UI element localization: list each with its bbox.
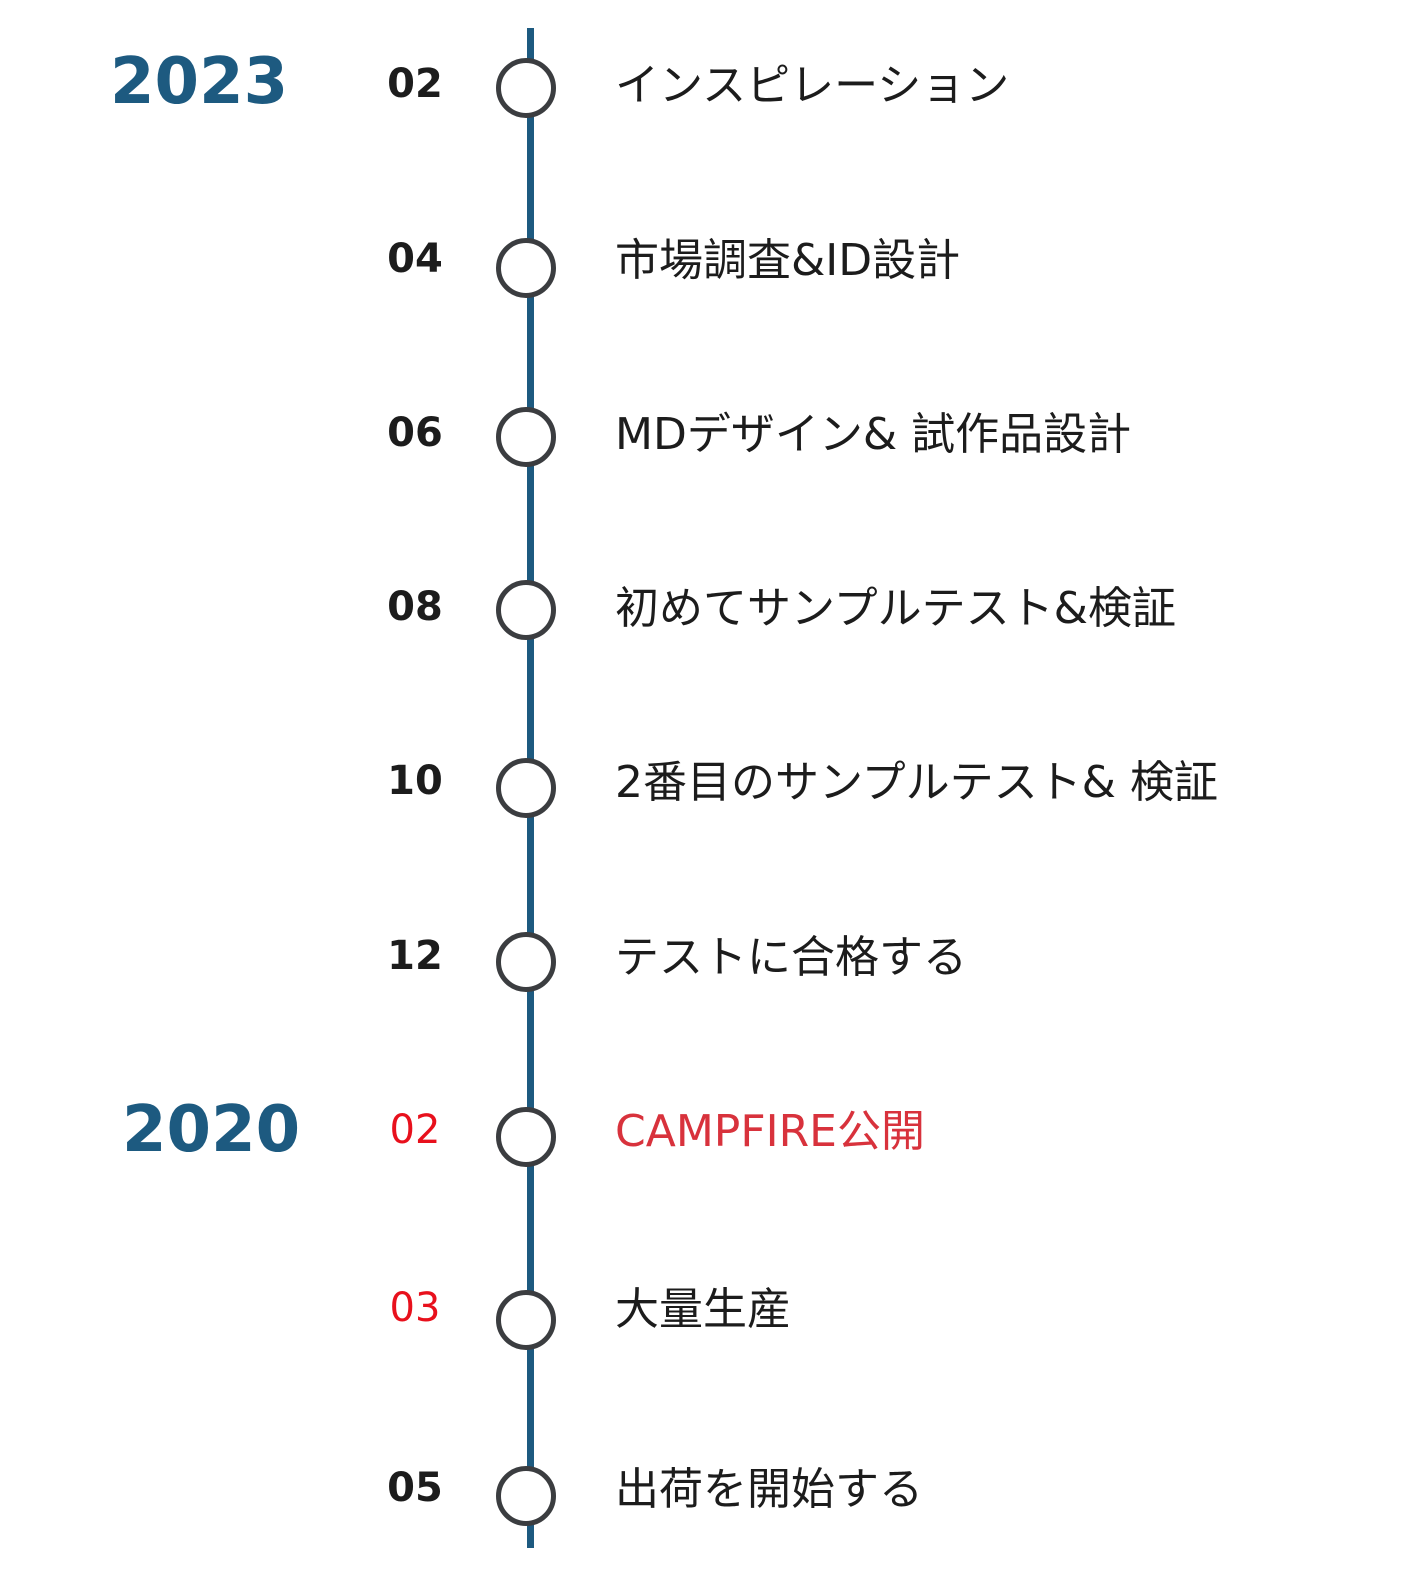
event-label: MDデザイン& 試作品設計 <box>615 409 1132 460</box>
timeline-node-circle <box>496 758 556 818</box>
event-label: 初めてサンプルテスト&検証 <box>615 583 1176 634</box>
timeline-node-circle <box>496 580 556 640</box>
event-label: CAMPFIRE公開 <box>615 1106 925 1157</box>
timeline-node-circle <box>496 932 556 992</box>
event-label: 2番目のサンプルテスト& 検証 <box>615 757 1218 808</box>
timeline-node-circle <box>496 1290 556 1350</box>
event-month: 12 <box>387 933 443 979</box>
timeline-node-circle <box>496 58 556 118</box>
event-month: 08 <box>387 584 443 630</box>
timeline-node-circle <box>496 238 556 298</box>
event-month: 02 <box>389 1107 441 1153</box>
event-month: 10 <box>387 758 443 804</box>
event-label: テストに合格する <box>615 932 967 983</box>
event-month: 02 <box>387 61 443 107</box>
event-label: 大量生産 <box>615 1284 791 1335</box>
timeline-node-circle <box>496 407 556 467</box>
event-month: 03 <box>389 1285 441 1331</box>
event-month: 06 <box>387 410 443 456</box>
timeline-node-circle <box>496 1466 556 1526</box>
event-label: 市場調査&ID設計 <box>615 235 961 286</box>
timeline-node-circle <box>496 1107 556 1167</box>
event-label: 出荷を開始する <box>615 1464 923 1515</box>
event-month: 04 <box>387 236 443 282</box>
year-label-2023: 2023 <box>110 45 289 119</box>
event-month: 05 <box>387 1465 443 1511</box>
year-label-2020: 2020 <box>122 1093 301 1167</box>
event-label: インスピレーション <box>615 60 1010 111</box>
